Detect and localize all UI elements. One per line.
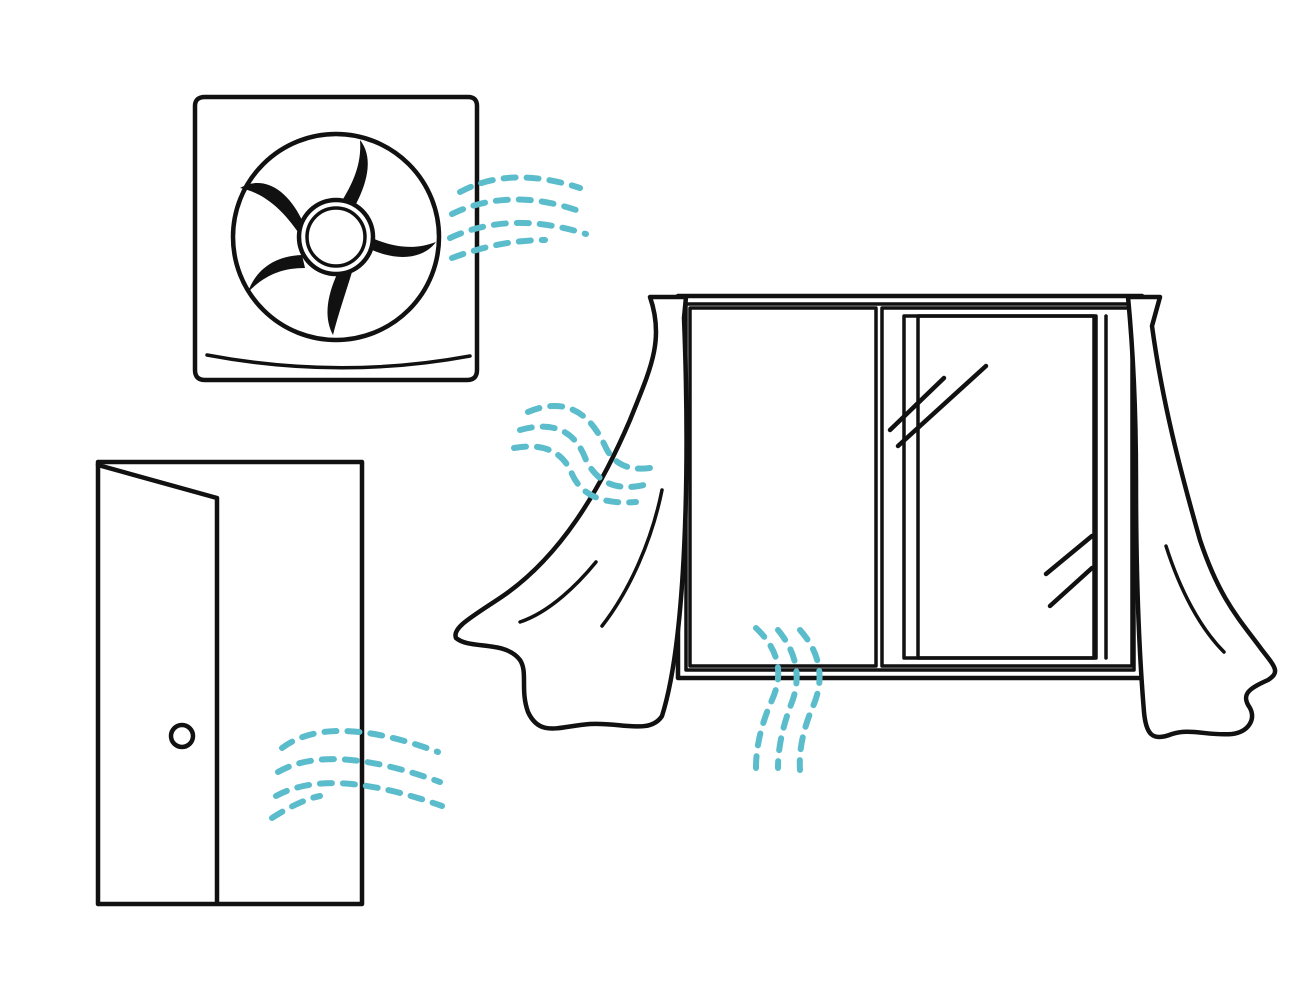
airflow-wave-icon [511,402,663,506]
door-icon [95,459,365,907]
curtain-left [453,294,689,731]
exhaust-fan-icon [192,94,480,383]
window-icon [675,293,1145,681]
airflow-wave-icon [753,625,823,773]
airflow-wave-icon [447,174,589,261]
airflow-wave-icon [269,727,445,821]
curtain-right [1125,294,1278,740]
fan-blades [240,140,436,335]
